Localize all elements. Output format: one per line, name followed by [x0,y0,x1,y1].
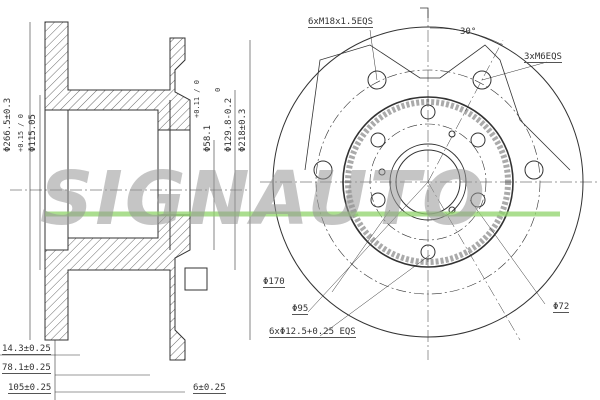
thickness-label: 14.3±0.25 [2,344,51,355]
bolt-holes-label: 6xΦ12.5+0.25 EQS [269,327,356,338]
stud [184,267,208,291]
bore-tolerance-label: +0.15 / 0 [17,114,25,152]
hub-tolerance-label: 0 [214,87,222,92]
hub-diameter-label: Φ129.8-0.2 [224,97,234,152]
side-section-view [0,21,251,400]
angle-label: 30° [460,27,477,37]
depth-label: 78.1±0.25 [2,363,51,374]
center-72-label: Φ72 [553,302,570,313]
face-diameter-label: Φ218±0.3 [238,108,248,152]
upper-flange-section [44,21,191,131]
height-label: 105±0.25 [8,383,52,394]
center-hole-label: Φ58.1 [203,124,213,152]
hat-outline [304,44,571,171]
stud-threads-label: 6xM18x1.5EQS [308,17,374,28]
pcd-170-label: Φ170 [263,277,285,288]
bore-diameter-label: Φ115.05 [28,114,38,152]
pcd-95-label: Φ95 [292,304,309,315]
screw-holes-label: 3xM6EQS [524,52,562,63]
center-hole-tolerance-label: +0.11 / 0 [193,80,201,118]
lower-flange-section [44,214,191,361]
signauto-watermark: SIGNAUTO [40,156,487,242]
min-thickness-label: 6±0.25 [193,383,226,394]
outer-diameter-label: Φ266.5±0.3 [3,97,13,152]
front-view [260,7,600,360]
